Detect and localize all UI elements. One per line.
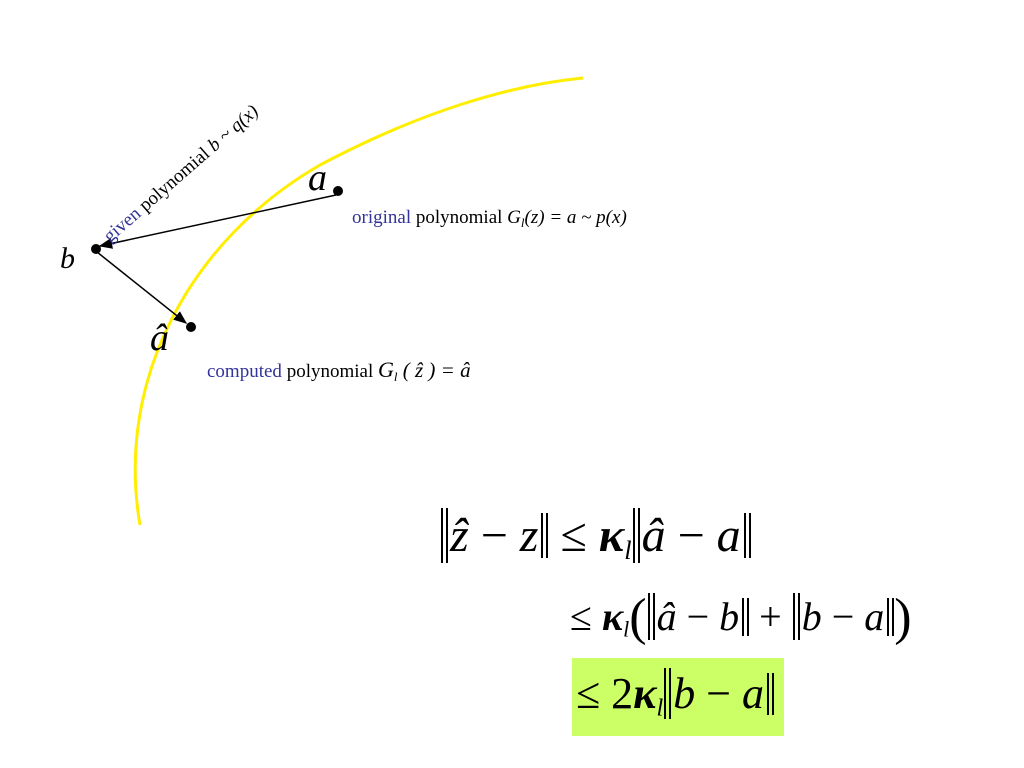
computed-word: computed <box>207 361 282 382</box>
norm-open: b − a <box>664 668 766 719</box>
minus-2: − <box>665 509 717 562</box>
a-hat: â <box>656 593 677 639</box>
b-2: b <box>801 593 822 639</box>
a: a <box>742 669 765 718</box>
original-formula: (z) = a ~ p(x) <box>525 207 627 228</box>
given-formula: b ~ q(x) <box>204 101 263 156</box>
arrow-a-to-b <box>98 194 337 249</box>
given-rest: polynomial <box>131 140 217 219</box>
minus: − <box>676 593 720 639</box>
minus: − <box>695 669 743 718</box>
leq: ≤ <box>548 509 599 562</box>
given-label: given polynomial b ~ q(x) <box>100 101 263 247</box>
plus: + <box>749 593 792 639</box>
a: a <box>716 509 741 562</box>
norm-close <box>767 672 775 715</box>
norm-close-2 <box>743 512 751 559</box>
kappa-sub: l <box>624 534 632 565</box>
two: 2 <box>611 669 634 718</box>
point-b-dot <box>91 244 101 254</box>
kappa: κ <box>598 509 625 562</box>
norm-open: â − b <box>647 592 742 640</box>
computed-formula: ( ẑ ) = â <box>398 358 471 382</box>
arrow-b-to-a-hat <box>96 251 188 324</box>
original-word: original <box>352 207 411 228</box>
yellow-curve <box>133 76 584 526</box>
norm-close-2 <box>887 597 895 636</box>
norm-close <box>541 512 549 559</box>
computed-sub: l <box>394 369 398 384</box>
norm-open-2: b − a <box>792 592 887 640</box>
label-b: b <box>60 242 75 275</box>
highlight-box <box>572 658 784 736</box>
a-hat: â <box>641 509 666 562</box>
kappa-sub: l <box>623 616 630 642</box>
kappa-sub: l <box>656 694 664 722</box>
norm-close <box>742 597 750 636</box>
computed-rest: polynomial <box>282 361 378 382</box>
norm-open: ẑ − z <box>441 508 540 563</box>
point-a-dot <box>333 186 343 196</box>
minus-2: − <box>821 593 865 639</box>
leq: ≤ <box>570 593 602 639</box>
paren-close: ) <box>894 589 912 646</box>
original-rest: polynomial <box>411 207 507 228</box>
z-hat: ẑ <box>450 509 469 562</box>
original-G: G <box>507 207 521 228</box>
b: b <box>673 669 696 718</box>
kappa: κ <box>633 669 657 718</box>
minus: − <box>468 509 520 562</box>
point-a-hat-dot <box>186 322 196 332</box>
original-sub: l <box>521 215 525 230</box>
b: b <box>719 593 740 639</box>
z: z <box>519 509 539 562</box>
original-label: original polynomial Gl(z) = a ~ p(x) <box>352 207 627 230</box>
computed-label: computed polynomial Gl ( ẑ ) = â <box>207 357 471 384</box>
inequality-line-2: ≤ κl(â − b + b − a) <box>570 588 912 647</box>
kappa: κ <box>601 593 624 639</box>
paren-open: ( <box>629 589 647 646</box>
norm-open-2: â − a <box>632 508 743 563</box>
label-a-hat: â <box>150 317 169 359</box>
label-a: a <box>308 157 327 199</box>
computed-G: G <box>378 357 394 382</box>
a: a <box>864 593 885 639</box>
leq: ≤ <box>576 669 612 718</box>
